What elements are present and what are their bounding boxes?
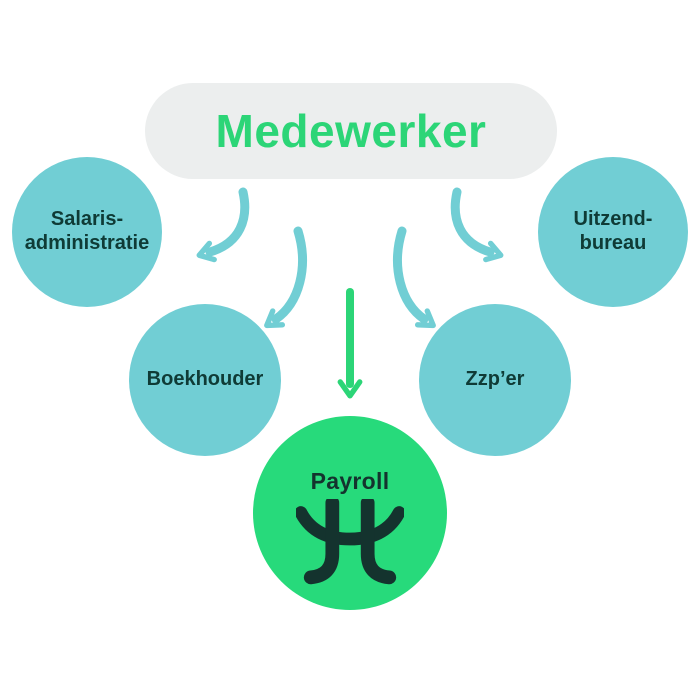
- uitzend-label-line2: bureau: [579, 232, 647, 254]
- arrow-medewerker-to-salaris: [196, 187, 250, 263]
- uitzend-label-line1: Uitzend-: [573, 208, 653, 231]
- medewerker-label: Medewerker: [215, 105, 487, 157]
- node-boekhouder: Boekhouder: [129, 304, 281, 456]
- boekhouder-label: Boekhouder: [146, 368, 264, 391]
- arrow-medewerker-to-zzper: [393, 226, 436, 329]
- payroll-label: Payroll: [310, 468, 390, 494]
- node-zzper: Zzp’er: [419, 304, 571, 456]
- node-salaris-administratie: Salaris- administratie: [12, 157, 162, 307]
- zzper-label: Zzp’er: [465, 368, 525, 391]
- arrow-medewerker-to-uitzend: [450, 187, 504, 263]
- node-uitzendbureau: Uitzend- bureau: [538, 157, 688, 307]
- salaris-label-line1: Salaris-: [50, 208, 124, 231]
- tentoo-tt-icon: [296, 499, 404, 585]
- arrow-medewerker-to-boekhouder: [264, 226, 307, 329]
- medewerker-pill: Medewerker: [145, 83, 557, 179]
- salaris-label-line2: administratie: [24, 232, 150, 254]
- node-payroll: Payroll: [253, 416, 447, 610]
